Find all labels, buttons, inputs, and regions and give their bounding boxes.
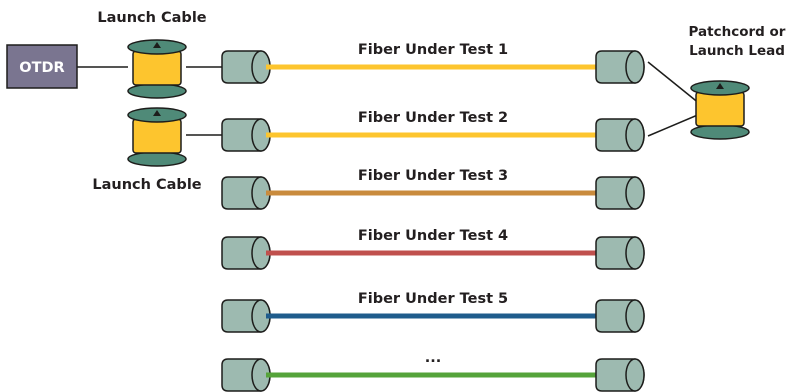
wire-connector-1-to-patchcord	[647, 61, 701, 105]
fiber-label: Fiber Under Test 3	[358, 168, 508, 184]
spool-hub	[716, 83, 724, 89]
fiber-row: Fiber Under Test 1	[221, 42, 645, 84]
fiber-row: Fiber Under Test 4	[221, 228, 645, 270]
right-connector	[595, 50, 645, 84]
fiber-label: Fiber Under Test 5	[358, 291, 508, 307]
connector-face	[625, 236, 645, 270]
connector-face	[625, 50, 645, 84]
otdr-label: OTDR	[19, 60, 64, 76]
right-connector	[595, 118, 645, 152]
wire-connector-2-to-patchcord	[647, 113, 701, 137]
launch-cable-spool-bottom	[127, 107, 187, 167]
spool-hub	[153, 110, 161, 116]
left-connector	[221, 50, 271, 84]
fiber-row: ...	[221, 350, 645, 392]
spool-fiber-drum	[132, 50, 182, 86]
fiber-label: Fiber Under Test 2	[358, 110, 508, 126]
fiber-row: Fiber Under Test 3	[221, 168, 645, 210]
launch-cable-spool-top	[127, 39, 187, 99]
launch-cable-top-label: Launch Cable	[97, 10, 206, 26]
fiber-label: Fiber Under Test 1	[358, 42, 508, 58]
connector-face	[625, 118, 645, 152]
right-connector	[595, 176, 645, 210]
right-connector	[595, 236, 645, 270]
fiber-rows: Fiber Under Test 1 Fiber Under Test 2 Fibe…	[221, 42, 645, 392]
left-connector	[221, 118, 271, 152]
left-connector	[221, 236, 271, 270]
right-connector	[595, 358, 645, 392]
spool-hub	[153, 42, 161, 48]
left-connector	[221, 176, 271, 210]
fiber-label: ...	[425, 350, 442, 366]
spool-bottom-flange	[127, 83, 187, 99]
connector-face	[625, 358, 645, 392]
patchcord-label-line2: Launch Lead	[689, 43, 785, 59]
spool-bottom-flange	[127, 151, 187, 167]
spool-fiber-drum	[695, 91, 745, 127]
connector-face	[625, 176, 645, 210]
fiber-row: Fiber Under Test 5	[221, 291, 645, 333]
otdr-box	[6, 44, 78, 89]
spool-fiber-drum	[132, 118, 182, 154]
patchcord-spool	[690, 80, 750, 140]
connector-face	[625, 299, 645, 333]
fiber-label: Fiber Under Test 4	[358, 228, 508, 244]
spool-bottom-flange	[690, 124, 750, 140]
left-connector	[221, 358, 271, 392]
otdr-unit: OTDR	[6, 44, 78, 89]
fiber-row: Fiber Under Test 2	[221, 110, 645, 152]
right-connector	[595, 299, 645, 333]
patchcord-label-line1: Patchcord or	[689, 24, 786, 40]
left-connector	[221, 299, 271, 333]
launch-cable-bottom-label: Launch Cable	[92, 177, 201, 193]
